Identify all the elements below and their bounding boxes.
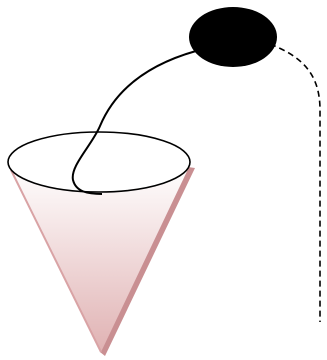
cone-rim	[8, 132, 190, 192]
black-ball	[189, 7, 277, 67]
dashed-tether	[270, 44, 320, 322]
